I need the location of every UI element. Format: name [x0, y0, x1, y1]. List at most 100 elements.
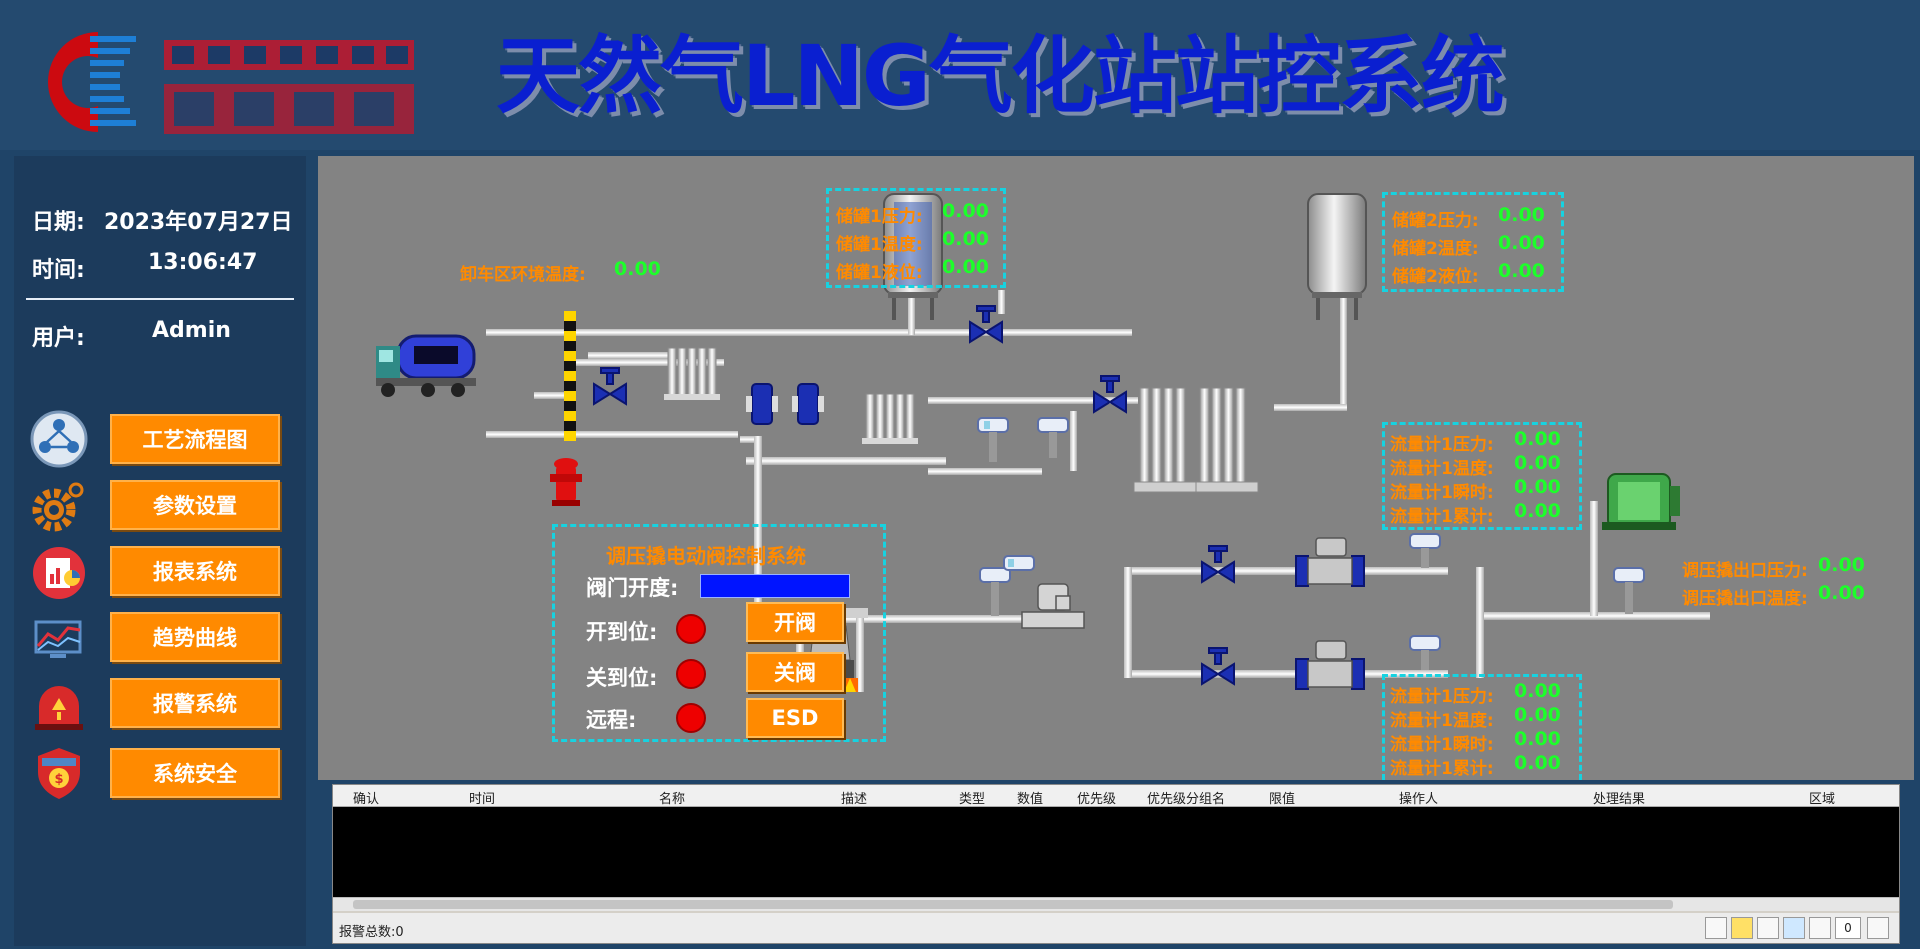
- flowmeter1-bottom-temp-value: 0.00: [1514, 704, 1561, 726]
- nav-trend-curve-button[interactable]: 趋势曲线: [110, 612, 280, 662]
- flowmeter1-top-instant-value: 0.00: [1514, 476, 1561, 498]
- lng-tanker-truck: [376, 334, 476, 397]
- flowmeter1-bottom-pressure-value: 0.00: [1514, 680, 1561, 702]
- confirm-icon[interactable]: [1731, 917, 1753, 939]
- flowmeter1-top-total-value: 0.00: [1514, 500, 1561, 522]
- page-title: 天然气LNG气化站站控系统: [496, 27, 1505, 125]
- process-diagram: [376, 193, 1710, 692]
- open-position-indicator: [676, 614, 706, 644]
- scrollbar-thumb[interactable]: [353, 900, 1673, 909]
- report-icon: [33, 547, 85, 599]
- tank2-info-box: [1382, 192, 1564, 292]
- outlet-pressure-label: 调压撬出口压力:: [1682, 561, 1808, 581]
- storage-tank-1: [883, 193, 943, 320]
- tank2-pressure-value: 0.00: [1498, 204, 1545, 226]
- security-shield-icon: $: [38, 748, 80, 799]
- outlet-pump: [1602, 473, 1680, 530]
- nav-alarm-system-button[interactable]: 报警系统: [110, 678, 280, 728]
- flowmeter1-bottom-pressure-label: 流量计1压力:: [1390, 687, 1494, 707]
- tank1-level-value: 0.00: [942, 256, 989, 278]
- col-name[interactable]: 名称: [659, 792, 686, 807]
- tank1-pressure-value: 0.00: [942, 200, 989, 222]
- flowmeter1-top-pressure-label: 流量计1压力:: [1390, 435, 1494, 455]
- tank1-temp-value: 0.00: [942, 228, 989, 250]
- col-value[interactable]: 数值: [1017, 792, 1044, 807]
- flowmeter1-top-instant-label: 流量计1瞬时:: [1390, 483, 1494, 503]
- header-bar: 天然气LNG气化站站控系统: [0, 0, 1920, 150]
- trend-chart-icon: [34, 620, 82, 658]
- col-priority-group[interactable]: 优先级分组名: [1147, 792, 1226, 807]
- remote-label: 远程:: [586, 708, 637, 732]
- col-limit[interactable]: 限值: [1269, 792, 1296, 807]
- col-time[interactable]: 时间: [469, 792, 496, 807]
- col-type[interactable]: 类型: [959, 792, 986, 807]
- outlet-temp-label: 调压撬出口温度:: [1682, 589, 1808, 609]
- open-position-label: 开到位:: [586, 620, 658, 644]
- alarm-table: 确认 时间 名称 描述 类型 数值 优先级 优先级分组名 限值 操作人 处理结果…: [332, 784, 1900, 944]
- flowmeter1-bottom-info-box: [1382, 674, 1582, 780]
- flowmeter1-top-total-label: 流量计1累计:: [1390, 507, 1494, 527]
- status-counter: 0: [1835, 917, 1861, 939]
- alarm-horizontal-scrollbar[interactable]: [333, 897, 1899, 911]
- user-value: Admin: [152, 318, 231, 343]
- flowmeter1-top-temp-value: 0.00: [1514, 452, 1561, 474]
- time-label: 时间:: [32, 258, 85, 283]
- tank2-level-value: 0.00: [1498, 260, 1545, 282]
- col-result[interactable]: 处理结果: [1593, 792, 1646, 807]
- date-value: 2023年07月27日: [104, 210, 293, 235]
- close-position-label: 关到位:: [586, 666, 658, 690]
- flowmeter1-bottom-total-label: 流量计1累计:: [1390, 759, 1494, 779]
- alarm-icon: [35, 686, 83, 730]
- col-confirm[interactable]: 确认: [353, 792, 380, 807]
- tank2-level-label: 储罐2液位:: [1392, 267, 1479, 287]
- tank2-temp-label: 储罐2温度:: [1392, 239, 1479, 259]
- process-flow-panel: 卸车区环境温度: 0.00 储罐1压力: 0.00 储罐1温度: 0.00 储罐…: [318, 156, 1914, 780]
- col-description[interactable]: 描述: [841, 792, 868, 807]
- tank2-pressure-label: 储罐2压力:: [1392, 211, 1479, 231]
- valve-control-panel: [552, 524, 886, 742]
- tank1-temp-label: 储罐1温度:: [836, 235, 923, 255]
- close-position-indicator: [676, 659, 706, 689]
- nav-parameter-settings-button[interactable]: 参数设置: [110, 480, 280, 530]
- valve-panel-title: 调压撬电动阀控制系统: [606, 544, 806, 568]
- nav-process-flow-button[interactable]: 工艺流程图: [110, 414, 280, 464]
- flowmeter1-bottom-total-value: 0.00: [1514, 752, 1561, 774]
- gear-icon: [32, 482, 84, 532]
- open-valve-button[interactable]: 开阀: [746, 602, 844, 642]
- unload-temp-value: 0.00: [614, 258, 661, 280]
- unload-temp-label: 卸车区环境温度:: [460, 265, 586, 285]
- settings-icon[interactable]: [1783, 917, 1805, 939]
- flowmeter1-top-pressure-value: 0.00: [1514, 428, 1561, 450]
- date-label: 日期:: [32, 210, 85, 235]
- valve-opening-bar: [700, 574, 850, 598]
- esd-button[interactable]: ESD: [746, 698, 844, 738]
- flowmeter1-bottom-instant-value: 0.00: [1514, 728, 1561, 750]
- close-valve-button[interactable]: 关阀: [746, 652, 844, 692]
- nav-system-security-button[interactable]: 系统安全: [110, 748, 280, 798]
- clear-icon[interactable]: [1867, 917, 1889, 939]
- flowmeter1-top-temp-label: 流量计1温度:: [1390, 459, 1494, 479]
- tank1-pressure-label: 储罐1压力:: [836, 207, 923, 227]
- alarm-status-bar: 报警总数:0 0: [333, 913, 1899, 943]
- sidebar-divider: [26, 298, 294, 300]
- col-operator[interactable]: 操作人: [1399, 792, 1439, 807]
- col-area[interactable]: 区域: [1809, 792, 1836, 807]
- col-priority[interactable]: 优先级: [1077, 792, 1117, 807]
- flowmeter1-bottom-temp-label: 流量计1温度:: [1390, 711, 1494, 731]
- alarm-table-header: 确认 时间 名称 描述 类型 数值 优先级 优先级分组名 限值 操作人 处理结果…: [333, 785, 1899, 807]
- svg-text:$: $: [54, 772, 63, 787]
- alarm-table-body: [333, 807, 1899, 897]
- storage-tank-2: [1307, 193, 1367, 320]
- export-icon[interactable]: [1809, 917, 1831, 939]
- pen-icon[interactable]: [1705, 917, 1727, 939]
- time-value: 13:06:47: [148, 250, 258, 275]
- tank2-temp-value: 0.00: [1498, 232, 1545, 254]
- flowmeter1-bottom-instant-label: 流量计1瞬时:: [1390, 735, 1494, 755]
- nav-report-system-button[interactable]: 报表系统: [110, 546, 280, 596]
- alarm-total-count: 报警总数:0: [339, 925, 404, 940]
- confirm-all-icon[interactable]: [1757, 917, 1779, 939]
- tank1-info-box: [826, 188, 1006, 288]
- company-logo-icon: [47, 31, 136, 132]
- flowmeter1-top-info-box: [1382, 422, 1582, 530]
- tank1-level-label: 储罐1液位:: [836, 263, 923, 283]
